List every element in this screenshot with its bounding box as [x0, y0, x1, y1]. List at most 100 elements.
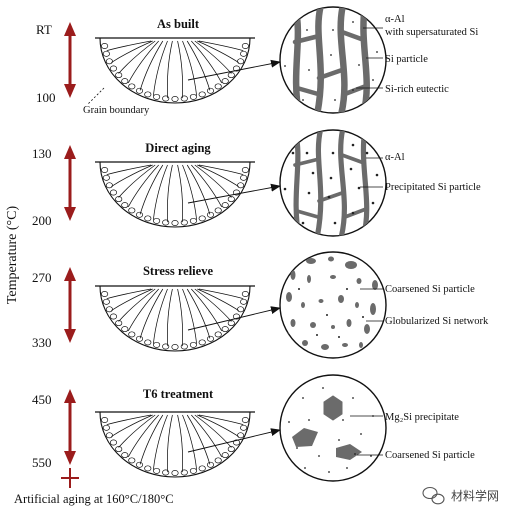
- si-particle: [358, 64, 360, 66]
- equiaxed-grain: [162, 219, 170, 226]
- columnar-grain: [198, 164, 244, 175]
- y-axis-label: Temperature (°C): [5, 206, 20, 305]
- equiaxed-grain: [198, 465, 206, 472]
- columnar-grain: [197, 414, 239, 437]
- temp-label-100: 100: [36, 90, 56, 105]
- temp-label-130: 130: [32, 146, 52, 161]
- microstructure-as-built: [279, 6, 387, 114]
- columnar-grain: [118, 40, 156, 74]
- equiaxed-grain: [171, 220, 179, 226]
- temp-label-rt: RT: [36, 22, 52, 37]
- watermark-text: 材料学网: [451, 488, 499, 503]
- equiaxed-grain: [227, 446, 235, 453]
- si-particle: [296, 447, 298, 449]
- equiaxed-grain: [135, 211, 144, 218]
- si-eutectic-band: [314, 130, 324, 236]
- columnar-grain: [111, 288, 153, 311]
- stage-title-stress-relieve: Stress relieve: [143, 264, 213, 278]
- columnar-grain: [127, 288, 159, 332]
- equiaxed-grain: [115, 320, 123, 327]
- zoom-arrow-4: [187, 428, 281, 453]
- equiaxed-grain: [241, 291, 249, 297]
- temp-arrow-2: [64, 145, 76, 221]
- annotation-si-particle: Si particle: [385, 54, 428, 65]
- equiaxed-grain: [180, 95, 188, 102]
- zoom-arrow-2: [187, 183, 281, 204]
- micro-outline: [279, 129, 387, 237]
- si-particle: [372, 79, 374, 81]
- temp-label-550: 550: [32, 455, 52, 470]
- columnar-grain: [186, 40, 211, 91]
- coarsened-si-particle: [285, 332, 289, 338]
- annotation-precipitated-si: Precipitated Si particle: [385, 182, 481, 193]
- annotation-supersaturated-si: with supersaturated Si: [385, 27, 478, 38]
- equiaxed-grain: [214, 207, 222, 214]
- equiaxed-grain: [189, 467, 197, 474]
- equiaxed-grain: [240, 174, 248, 181]
- equiaxed-grain: [109, 189, 118, 196]
- si-particle: [305, 151, 309, 155]
- equiaxed-grain: [206, 335, 215, 342]
- equiaxed-grain: [121, 326, 129, 333]
- equiaxed-grain: [135, 461, 144, 468]
- si-particle: [331, 151, 335, 155]
- si-particle: [298, 288, 300, 290]
- equiaxed-grain: [180, 219, 188, 226]
- equiaxed-grain: [232, 439, 241, 446]
- si-particle: [308, 69, 310, 71]
- si-particle: [316, 334, 318, 336]
- si-particle: [326, 314, 328, 316]
- temp-arrow-3: [64, 267, 76, 343]
- annotation-alpha-al: α-Al: [385, 14, 405, 25]
- columnar-grain: [186, 164, 211, 215]
- pool-boundary: [99, 161, 251, 228]
- si-particle: [308, 419, 310, 421]
- coarsened-si-particle: [328, 256, 334, 262]
- si-particle: [349, 167, 353, 171]
- coarsened-si-particle: [290, 319, 296, 327]
- columnar-grain: [186, 288, 211, 339]
- si-particle: [351, 211, 355, 215]
- coarsened-si-particle: [364, 324, 370, 334]
- equiaxed-grain: [121, 452, 129, 459]
- annotation-coarsened-si: Coarsened Si particle: [385, 284, 475, 295]
- annotation-alpha-al-2: α-Al: [385, 152, 405, 163]
- si-particle: [306, 29, 308, 31]
- columnar-grain: [139, 164, 164, 215]
- pool-boundary: [99, 411, 251, 478]
- equiaxed-grain: [102, 50, 110, 57]
- melt-pool-direct-aging: [95, 161, 255, 228]
- si-particle: [362, 316, 364, 318]
- equiaxed-grain: [162, 95, 170, 102]
- equiaxed-grain: [221, 78, 229, 85]
- equiaxed-grain: [105, 432, 113, 439]
- equiaxed-grain: [144, 91, 152, 98]
- si-eutectic-link: [342, 83, 369, 97]
- columnar-grain: [198, 288, 244, 299]
- si-eutectic-link: [294, 85, 321, 97]
- si-particle: [346, 288, 348, 290]
- micro-outline: [279, 251, 387, 359]
- columnar-grain: [182, 164, 197, 220]
- equiaxed-grain: [102, 424, 110, 431]
- annotation-si-rich-eutectic: Si-rich eutectic: [385, 84, 449, 95]
- equiaxed-grain: [105, 306, 113, 313]
- si-particle: [332, 29, 334, 31]
- equiaxed-grain: [214, 457, 222, 464]
- coarsened-si-particle: [345, 261, 357, 269]
- equiaxed-grain: [101, 417, 109, 423]
- temp-arrow-1: [64, 22, 76, 98]
- columnar-grain: [191, 164, 223, 208]
- si-eutectic-link: [339, 29, 367, 43]
- columnar-grain: [106, 40, 152, 51]
- si-particle: [307, 191, 311, 195]
- temperature-arrows: [61, 22, 79, 488]
- columnar-grain: [106, 288, 152, 299]
- equiaxed-grain: [105, 58, 113, 65]
- equiaxed-grain: [240, 424, 248, 431]
- si-particle: [338, 336, 340, 338]
- equiaxed-grain: [162, 469, 170, 476]
- columnar-grain: [198, 40, 244, 51]
- equiaxed-grain: [121, 202, 129, 209]
